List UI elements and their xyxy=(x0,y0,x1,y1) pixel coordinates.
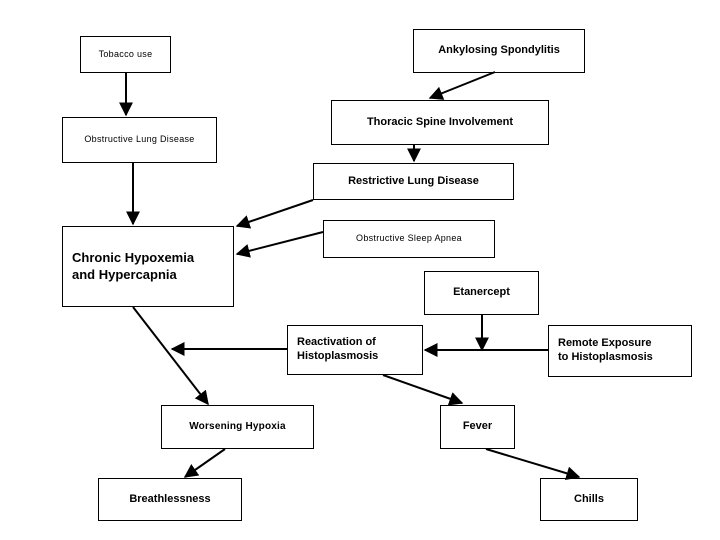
edge-ankylosing-to-thoracic-spine xyxy=(428,71,496,100)
node-chills[interactable]: Chills xyxy=(540,478,638,521)
edge-worsening-hypoxia-to-breathlessness xyxy=(183,448,226,478)
edge-reactivation-to-fever xyxy=(382,374,464,406)
node-fever[interactable]: Fever xyxy=(440,405,515,449)
node-worsening-hypoxia[interactable]: Worsening Hypoxia xyxy=(161,405,314,449)
node-etanercept[interactable]: Etanercept xyxy=(424,271,539,315)
edge-obstructive-sleep-apnea-to-chronic-hypoxemia xyxy=(235,231,324,258)
edge-fever-to-chills xyxy=(485,448,581,481)
node-ankylosing-spondylitis[interactable]: Ankylosing Spondylitis xyxy=(413,29,585,73)
node-thoracic-spine-involvement[interactable]: Thoracic Spine Involvement xyxy=(331,100,549,145)
edge-restrictive-lung-disease-to-chronic-hypoxemia xyxy=(235,199,314,229)
node-breathlessness[interactable]: Breathlessness xyxy=(98,478,242,521)
node-obstructive-sleep-apnea[interactable]: Obstructive Sleep Apnea xyxy=(323,220,495,258)
node-reactivation-of-histoplasmosis[interactable]: Reactivation of Histoplasmosis xyxy=(287,325,423,375)
node-tobacco-use[interactable]: Tobacco use xyxy=(80,36,171,73)
node-restrictive-lung-disease[interactable]: Restrictive Lung Disease xyxy=(313,163,514,200)
edge-chronic-hypoxemia-to-worsening-hypoxia xyxy=(132,306,209,406)
node-chronic-hypoxemia-and-hypercapnia[interactable]: Chronic Hypoxemia and Hypercapnia xyxy=(62,226,234,307)
node-obstructive-lung-disease[interactable]: Obstructive Lung Disease xyxy=(62,117,217,163)
node-remote-exposure-to-histoplasmosis[interactable]: Remote Exposure to Histoplasmosis xyxy=(548,325,692,377)
